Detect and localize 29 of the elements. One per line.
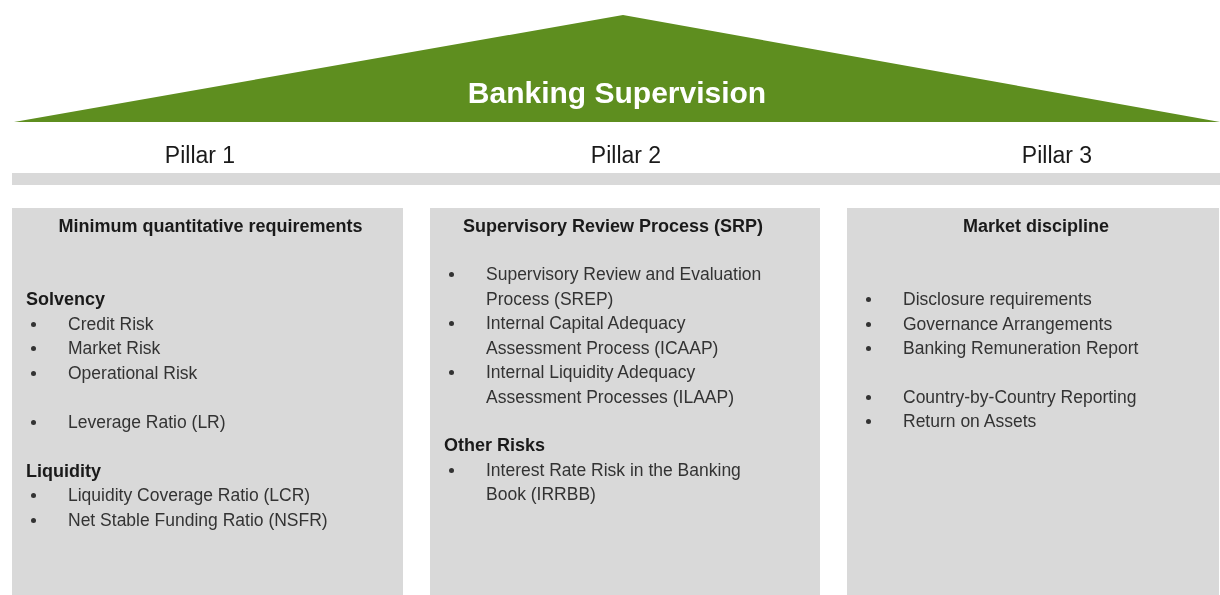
list-item: Leverage Ratio (LR): [68, 411, 227, 434]
section-heading: Other Risks: [444, 434, 547, 457]
list-item: Country-by-Country Reporting: [903, 385, 1138, 409]
list-item: Credit Risk: [68, 312, 155, 336]
list-item: Liquidity Coverage Ratio (LCR): [68, 484, 312, 507]
list-item: Internal Capital Adequacy Assessment Process (ICAAP): [486, 312, 720, 360]
roof-title: Banking Supervision: [466, 75, 768, 111]
list-item: Disclosure requirements: [903, 288, 1093, 311]
list-item: Internal Liquidity Adequacy Assessment Processes (ILAAP): [486, 361, 735, 409]
list-item: Supervisory Review and Evaluation Process (SREP): [486, 263, 763, 311]
list-item: Return on Assets: [903, 410, 1038, 433]
pillar-label: Pillar 3: [1020, 141, 1094, 170]
list-item: Interest Rate Risk in the Banking Book (IRRBB): [486, 458, 742, 506]
pillar-heading: Supervisory Review Process (SRP): [461, 215, 765, 238]
list-item: Banking Remuneration Report: [903, 337, 1140, 360]
pillar-box: [430, 208, 820, 595]
pillar-box: [847, 208, 1219, 595]
pillar-heading: Minimum quantitative requirements: [57, 215, 364, 238]
pillar-box: [12, 208, 403, 595]
pillar-label: Pillar 1: [163, 141, 237, 170]
list-item: Governance Arrangements: [903, 312, 1114, 336]
list-item: Operational Risk: [68, 361, 199, 385]
section-heading: Liquidity: [26, 459, 102, 483]
pillar-heading: Market discipline: [961, 215, 1111, 238]
section-heading: Solvency: [26, 288, 107, 311]
list-item: Net Stable Funding Ratio (NSFR): [68, 508, 329, 532]
list-item: Market Risk: [68, 337, 162, 360]
pillar-label: Pillar 2: [589, 141, 663, 170]
roof-triangle: [14, 15, 1220, 122]
